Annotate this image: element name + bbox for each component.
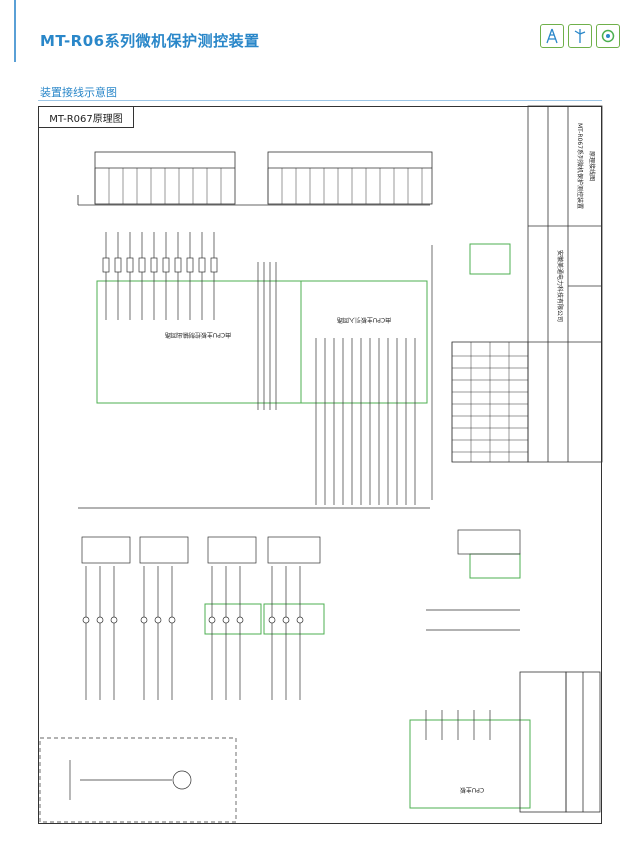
aux-box [469,553,521,579]
ct-box-1 [204,603,262,635]
relay-coil [114,257,122,273]
terminal-dot [168,616,176,624]
relay-coil [138,257,146,273]
terminal-dot [222,616,230,624]
relay-coil [150,257,158,273]
section-divider [38,100,602,101]
header-icons [540,24,620,48]
terminal-dot [208,616,216,624]
terminal-dot [282,616,290,624]
company-name: 安徽美通电力科技有限公司 [556,250,564,322]
cpu-output-box [96,280,302,404]
cpu-board-box [409,719,531,809]
terminal-dot [236,616,244,624]
oil-derrick-icon [540,24,564,48]
recycle-energy-icon [596,24,620,48]
cpu-output-label: 由CPU主板控制输出回路 [165,331,231,339]
page-title: MT-R06系列微机保护测控装置 [40,32,260,50]
cpu-board-label: CPU主板 [460,786,484,794]
relay-coil [102,257,110,273]
terminal-dot [82,616,90,624]
cpu-input-box [300,280,428,404]
relay-coil [198,257,206,273]
terminal-dot [268,616,276,624]
cpu-input-label: 由CPU主板引入回路 [337,316,391,324]
header-accent-bar [14,0,16,62]
relay-coil [162,257,170,273]
terminal-dot [96,616,104,624]
wind-turbine-icon [568,24,592,48]
ct-box-2 [263,603,325,635]
section-title: 装置接线示意图 [40,86,117,99]
relay-coil [174,257,182,273]
terminal-dot [154,616,162,624]
diagram-label: MT-R067原理图 [38,106,134,128]
terminal-dot [296,616,304,624]
product-name: MT-R067系列微机保护测控装置 [576,123,584,209]
diagram-frame [38,106,602,824]
comm-box [469,243,511,275]
terminal-dot [110,616,118,624]
relay-coil [210,257,218,273]
terminal-dot [140,616,148,624]
drawing-name: 原理接线图 [588,151,596,181]
relay-coil [186,257,194,273]
relay-coil [126,257,134,273]
